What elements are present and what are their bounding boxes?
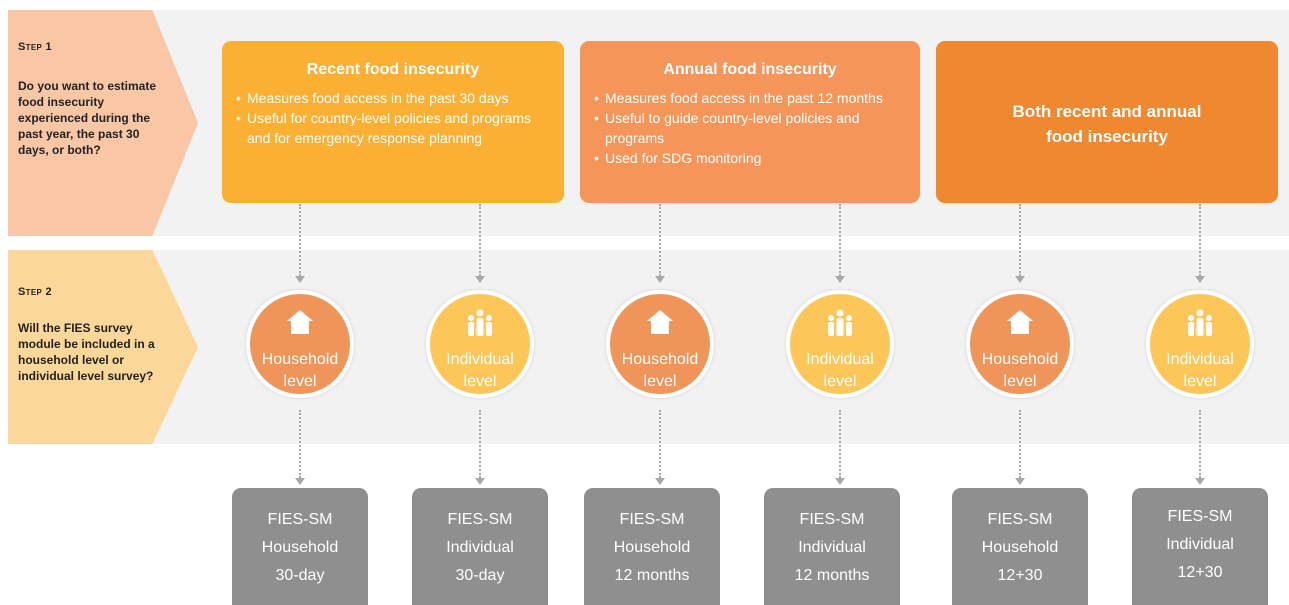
result-line2: Individual [446, 539, 514, 556]
level-line2: level [823, 373, 857, 390]
result-line2: Household [613, 539, 691, 556]
arrow-down-icon [1015, 410, 1025, 485]
level-line1: Household [621, 351, 699, 368]
result-box: FIES-SM Household 30-day [232, 488, 368, 605]
result-line1: FIES-SM [1167, 508, 1233, 525]
annual-bullet: Used for SDG monitoring [594, 148, 906, 168]
result-line3: 30-day [275, 567, 325, 584]
result-line1: FIES-SM [267, 511, 333, 528]
step2-title: Step 2 [18, 286, 52, 298]
household-level-circle: Household level [966, 290, 1074, 398]
arrow-down-icon [475, 410, 485, 485]
result-line2: Individual [798, 539, 866, 556]
recent-bullet: Measures food access in the past 30 days [236, 88, 550, 108]
level-line1: Individual [446, 351, 514, 368]
step1-title: Step 1 [18, 41, 52, 53]
result-box: FIES-SM Household 12+30 [952, 488, 1088, 605]
level-line2: level [463, 373, 497, 390]
level-line2: level [1003, 373, 1037, 390]
arrow-down-icon [655, 204, 665, 283]
annual-bullet: Measures food access in the past 12 mont… [594, 88, 906, 108]
level-line2: level [283, 373, 317, 390]
annual-title: Annual food insecurity [663, 61, 837, 78]
recent-title: Recent food insecurity [306, 61, 480, 78]
result-line3: 12+30 [997, 567, 1043, 584]
annual-food-insecurity-box: Annual food insecurity Measures food acc… [580, 41, 920, 203]
arrow-down-icon [1015, 204, 1025, 283]
result-line1: FIES-SM [447, 511, 513, 528]
level-line1: Individual [806, 351, 874, 368]
result-box: FIES-SM Individual 12+30 [1132, 488, 1268, 605]
household-level-circle: Household level [606, 290, 714, 398]
result-line1: FIES-SM [987, 511, 1053, 528]
result-line3: 30-day [455, 567, 505, 584]
result-box: FIES-SM Household 12 months [584, 488, 720, 605]
recent-food-insecurity-box: Recent food insecurity Measures food acc… [222, 41, 564, 203]
level-line1: Household [261, 351, 339, 368]
both-food-insecurity-box: Both recent and annual food insecurity [936, 41, 1278, 203]
result-line1: FIES-SM [799, 511, 865, 528]
result-line2: Individual [1166, 536, 1234, 553]
annual-bullets: Measures food access in the past 12 mont… [580, 88, 920, 168]
house-icon [287, 310, 313, 334]
result-line2: Household [261, 539, 339, 556]
level-line1: Household [981, 351, 1059, 368]
arrow-down-icon [295, 410, 305, 485]
result-line3: 12 months [794, 567, 870, 584]
recent-bullets: Measures food access in the past 30 days… [222, 88, 564, 148]
people-icon [1188, 309, 1212, 336]
result-box: FIES-SM Individual 30-day [412, 488, 548, 605]
arrow-down-icon [295, 204, 305, 283]
arrow-down-icon [835, 204, 845, 283]
result-line3: 12+30 [1177, 564, 1223, 581]
result-line3: 12 months [614, 567, 690, 584]
individual-level-circle: Individual level [1146, 290, 1254, 398]
people-icon [468, 309, 492, 336]
result-line1: FIES-SM [619, 511, 685, 528]
step1-banner: Step 1 Do you want to estimate food inse… [8, 10, 198, 236]
step2-banner: Step 2 Will the FIES survey module be in… [8, 250, 198, 444]
both-title: Both recent and annual food insecurity [1012, 102, 1202, 146]
house-icon [647, 310, 673, 334]
people-icon [828, 309, 852, 336]
household-level-circle: Household level [246, 290, 354, 398]
annual-bullet: Useful to guide country-level policies a… [594, 108, 906, 148]
arrow-down-icon [655, 410, 665, 485]
arrow-down-icon [1195, 410, 1205, 485]
house-icon [1007, 310, 1033, 334]
step1-question: Do you want to estimate food insecurity … [18, 79, 157, 157]
recent-bullet: Useful for country-level policies and pr… [236, 108, 550, 148]
arrow-down-icon [475, 204, 485, 283]
result-line2: Household [981, 539, 1059, 556]
arrow-down-icon [835, 410, 845, 485]
arrow-down-icon [1195, 204, 1205, 283]
individual-level-circle: Individual level [786, 290, 894, 398]
individual-level-circle: Individual level [426, 290, 534, 398]
level-line2: level [1183, 373, 1217, 390]
level-line2: level [643, 373, 677, 390]
level-line1: Individual [1166, 351, 1234, 368]
step2-question: Will the FIES survey module be included … [18, 321, 155, 383]
result-box: FIES-SM Individual 12 months [764, 488, 900, 605]
